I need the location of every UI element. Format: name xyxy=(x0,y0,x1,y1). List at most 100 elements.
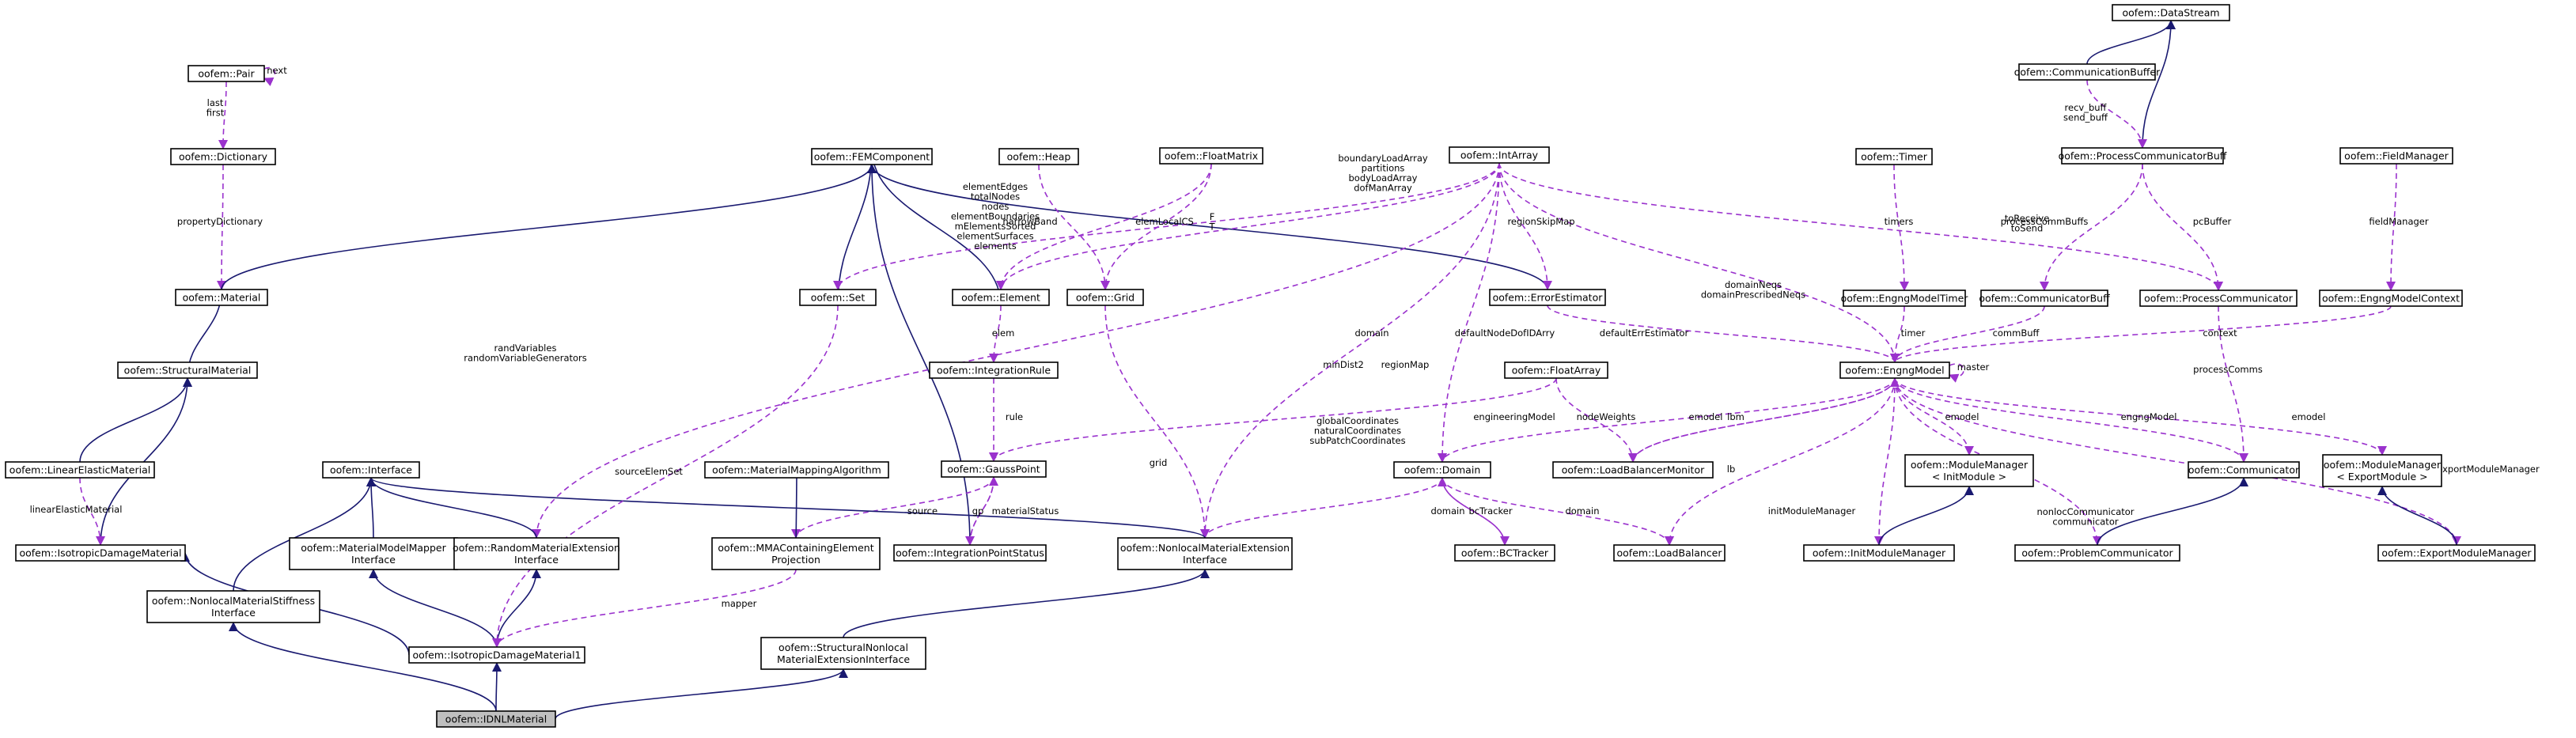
class-node-idnl[interactable]: oofem::IDNLMaterial xyxy=(436,710,556,728)
class-node-commbuffer[interactable]: oofem::CommunicationBuffer xyxy=(2014,63,2161,81)
class-node-pcbuff[interactable]: oofem::ProcessCommunicatorBuff xyxy=(2059,147,2227,165)
class-node-mmalgo[interactable]: oofem::MaterialMappingAlgorithm xyxy=(704,461,889,479)
edge-label-line: processCommBuffs xyxy=(2001,216,2089,227)
class-node-ipstatus[interactable]: oofem::IntegrationPointStatus xyxy=(893,544,1047,562)
edge-label-line: materialStatus xyxy=(992,505,1059,517)
class-node-structmaterial[interactable]: oofem::StructuralMaterial xyxy=(117,361,258,379)
class-box xyxy=(2061,147,2224,165)
class-node-pair[interactable]: oofem::Pair xyxy=(188,65,265,82)
edge-label-pair-next: next xyxy=(267,65,287,76)
class-node-dictionary[interactable]: oofem::Dictionary xyxy=(170,148,276,165)
class-node-initmm[interactable]: oofem::InitModuleManager xyxy=(1803,544,1955,562)
usage-edge-errorestimator-engngmodel xyxy=(1547,305,1900,363)
inheritance-edge-isodamage1-mmmapperif xyxy=(369,569,498,648)
class-node-problemcomm[interactable]: oofem::ProblemCommunicator xyxy=(2014,544,2180,562)
class-node-gausspoint[interactable]: oofem::GaussPoint xyxy=(941,460,1047,478)
inheritance-edge-nonlocstiff-interface xyxy=(233,477,376,592)
edge-label-em-self: master xyxy=(1957,361,1990,373)
class-node-linelastic[interactable]: oofem::LinearElasticMaterial xyxy=(5,461,155,479)
class-node-datastream[interactable]: oofem::DataStream xyxy=(2112,4,2230,21)
class-node-isodamage1[interactable]: oofem::IsotropicDamageMaterial1 xyxy=(408,646,585,664)
usage-edge-heap-grid xyxy=(1038,164,1110,290)
class-name: oofem::RandomMaterialExtension xyxy=(453,542,620,554)
class-node-emcontext[interactable]: oofem::EngngModelContext xyxy=(2319,290,2463,307)
class-box xyxy=(2319,290,2463,307)
class-name: oofem::GaussPoint xyxy=(947,464,1040,475)
class-node-loadbalancer[interactable]: oofem::LoadBalancer xyxy=(1613,544,1726,562)
class-box xyxy=(1066,289,1144,306)
class-name: Projection xyxy=(771,554,820,566)
edge-label-line: linearElasticMaterial xyxy=(30,504,123,515)
class-node-nonlocext[interactable]: oofem::NonlocalMaterialExtensionInterfac… xyxy=(1117,537,1293,570)
edge-label-line: emodel xyxy=(1945,411,1979,422)
class-node-mminit[interactable]: oofem::ModuleManager< InitModule > xyxy=(1904,454,2034,487)
class-node-communicator[interactable]: oofem::Communicator xyxy=(2188,461,2300,479)
edge-label-line: randVariables xyxy=(494,343,557,354)
class-name: oofem::FloatArray xyxy=(1512,365,1601,377)
edge-label-min-dist: minDist2 xyxy=(1323,359,1364,370)
class-node-floatarray[interactable]: oofem::FloatArray xyxy=(1504,361,1608,379)
inheritance-edge-errorestimator-femcomponent xyxy=(867,164,1548,290)
inheritance-edge-problemcomm-communicator xyxy=(2097,477,2248,546)
usage-edge-engngmodel-communicator xyxy=(1894,377,2248,463)
edge-label-proj-iso1: mapper xyxy=(722,598,757,609)
class-node-heap[interactable]: oofem::Heap xyxy=(998,148,1079,165)
class-node-domain[interactable]: oofem::Domain xyxy=(1393,461,1491,479)
class-node-intrule[interactable]: oofem::IntegrationRule xyxy=(929,361,1059,379)
class-node-commbuff[interactable]: oofem::CommunicatorBuff xyxy=(1979,290,2110,307)
edge-label-line: regionSkipMap xyxy=(1507,216,1574,227)
class-node-processcomm[interactable]: oofem::ProcessCommunicator xyxy=(2139,290,2298,307)
class-box xyxy=(2112,4,2230,21)
edge-label-em-mmexport: emodel xyxy=(2292,411,2326,422)
class-node-femcomponent[interactable]: oofem::FEMComponent xyxy=(811,148,933,165)
class-node-lbmonitor[interactable]: oofem::LoadBalancerMonitor xyxy=(1552,461,1714,479)
edge-label-line: propertyDictionary xyxy=(177,216,263,227)
inheritance-edge-structnonlocext-nonlocext xyxy=(843,569,1210,638)
class-box xyxy=(188,65,265,82)
class-box xyxy=(929,361,1059,379)
class-node-intarray[interactable]: oofem::IntArray xyxy=(1449,146,1550,164)
class-node-material[interactable]: oofem::Material xyxy=(175,289,268,306)
class-node-interface[interactable]: oofem::Interface xyxy=(322,461,420,479)
class-node-errorestimator[interactable]: oofem::ErrorEstimator xyxy=(1489,289,1606,306)
class-box xyxy=(941,460,1047,478)
class-node-bctracker[interactable]: oofem::BCTracker xyxy=(1454,544,1555,562)
class-box xyxy=(117,361,258,379)
class-node-timer[interactable]: oofem::Timer xyxy=(1855,148,1933,165)
edge-label-line: partitions xyxy=(1362,163,1405,174)
edge-label-heap-grid: narrowBand xyxy=(1002,216,1057,227)
class-node-nonlocstiff[interactable]: oofem::NonlocalMaterialStiffnessInterfac… xyxy=(146,590,320,623)
class-node-isodamage[interactable]: oofem::IsotropicDamageMaterial xyxy=(15,544,186,562)
class-node-grid[interactable]: oofem::Grid xyxy=(1066,289,1144,306)
usage-edge-engngmodel-exportmm xyxy=(1894,377,2461,546)
edge-label-line: gp xyxy=(972,505,984,517)
usage-edge-emcontext-engngmodel xyxy=(1890,305,2392,363)
class-box xyxy=(175,289,268,306)
class-node-set[interactable]: oofem::Set xyxy=(799,289,877,306)
class-box xyxy=(1855,148,1933,165)
class-name: oofem::IsotropicDamageMaterial1 xyxy=(412,649,581,661)
class-box xyxy=(799,289,877,306)
class-box xyxy=(811,148,933,165)
class-node-engngmodel[interactable]: oofem::EngngModel xyxy=(1839,361,1950,379)
class-node-exportmm[interactable]: oofem::ExportModuleManager xyxy=(2377,544,2536,562)
edge-label-line: first xyxy=(206,108,225,119)
class-node-mmexport[interactable]: oofem::ModuleManager< ExportModule > xyxy=(2322,454,2442,487)
class-name: oofem::ModuleManager xyxy=(1911,459,2029,471)
class-node-element[interactable]: oofem::Element xyxy=(952,289,1050,306)
class-node-floatmatrix[interactable]: oofem::FloatMatrix xyxy=(1159,147,1263,165)
edge-label-dom-bct: domain xyxy=(1430,505,1464,517)
class-name: oofem::DataStream xyxy=(2122,7,2219,19)
class-node-structnonlocext[interactable]: oofem::StructuralNonlocalMaterialExtensi… xyxy=(760,637,926,670)
class-box xyxy=(998,148,1079,165)
class-node-fieldmanager[interactable]: oofem::FieldManager xyxy=(2339,147,2453,165)
usage-edge-floatarray-lbmonitor xyxy=(1555,377,1638,463)
class-name: Interface xyxy=(211,607,256,619)
class-node-emtimer[interactable]: oofem::EngngModelTimer xyxy=(1841,290,1969,307)
